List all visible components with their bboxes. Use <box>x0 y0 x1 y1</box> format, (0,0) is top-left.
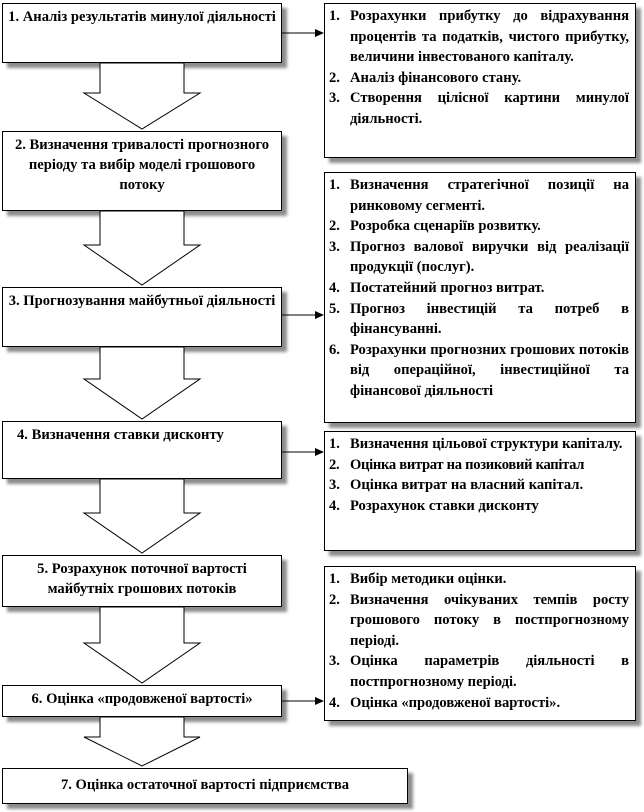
detail-box-step-4: 1. Визначення цільової структури капіталу… <box>324 431 636 551</box>
detail-4-item-2-text: Оцінка витрат на позиковий капітал <box>350 456 585 473</box>
detail-3-item-3-number: 3. <box>329 238 340 255</box>
detail-6-item-1: 1. Вибір методики оцінки. <box>329 569 629 590</box>
detail-4-item-1-number: 1. <box>329 436 340 452</box>
step-4-text: Визначення ставки дисконту <box>31 427 224 443</box>
detail-1-item-1: 1. Розрахунки прибутку до відрахування пр… <box>329 6 629 68</box>
detail-3-item-1: 1. Визначення стратегічної позиції на рин… <box>329 175 629 216</box>
detail-6-item-3-number: 3. <box>329 653 340 670</box>
detail-3-item-2: 2. Розробка сценаріїв розвитку. <box>329 216 629 237</box>
detail-4-item-3-text: Оцінка витрат на власний капітал. <box>350 477 584 494</box>
detail-1-item-2: 2. Аналіз фінансового стану. <box>329 68 629 89</box>
step-3-number: 3. <box>8 293 20 309</box>
step-6-text: Оцінка «продовженої вартості» <box>46 691 253 707</box>
arrow-down-3 <box>82 347 202 420</box>
detail-box-step-6: 1. Вибір методики оцінки. 2. Визначення оч… <box>324 566 636 721</box>
detail-6-item-2-number: 2. <box>329 591 340 608</box>
step-7-number: 7. <box>60 777 72 793</box>
step-1-text: Аналіз результатів минулої діяльності <box>22 9 276 25</box>
step-6-box: 6. Оцінка «продовженої вартості» <box>2 685 282 717</box>
connector-arrow-step3 <box>282 311 324 319</box>
step-4-box: 4. Визначення ставки дисконту <box>2 421 282 479</box>
detail-4-item-3: 3. Оцінка витрат на власний капітал. <box>329 475 629 496</box>
detail-1-item-1-number: 1. <box>329 8 340 24</box>
detail-1-item-1-text: Розрахунки прибутку до відрахування проц… <box>350 8 629 66</box>
detail-box-step-3: 1. Визначення стратегічної позиції на рин… <box>324 172 636 423</box>
detail-3-item-2-number: 2. <box>329 218 340 235</box>
detail-3-item-1-text: Визначення стратегічної позиції на ринко… <box>350 177 629 214</box>
arrow-down-6 <box>83 717 201 767</box>
step-3-box: 3. Прогнозування майбутньої діяльності <box>2 287 282 347</box>
step-5-text: Розрахунок поточної вартості майбутніх г… <box>47 561 247 597</box>
detail-4-item-4-text: Розрахунок ставки дисконту <box>350 497 539 514</box>
connector-arrow-step4 <box>282 448 324 456</box>
detail-1-item-3-number: 3. <box>329 90 340 107</box>
step-1-box: 1. Аналіз результатів минулої діяльності <box>2 3 282 63</box>
arrow-down-5 <box>82 607 202 684</box>
detail-6-item-4: 4. Оцінка «продовженої вартості». <box>329 693 629 714</box>
detail-3-item-3-text: Прогноз валової виручки від реалізації п… <box>350 238 629 276</box>
detail-6-item-2: 2. Визначення очікуваних темпів росту гро… <box>329 590 629 652</box>
step-5-number: 5. <box>37 561 49 577</box>
step-5-box: 5. Розрахунок поточної вартості майбутні… <box>2 555 282 607</box>
detail-3-item-4: 4. Постатейний прогноз витрат. <box>329 278 629 299</box>
detail-6-item-4-text: Оцінка «продовженої вартості». <box>350 694 561 711</box>
detail-3-item-6: 6. Розрахунки прогнозних грошових потоків… <box>329 340 629 402</box>
arrow-down-1 <box>82 63 202 130</box>
step-1-number: 1. <box>8 9 20 25</box>
detail-3-item-5: 5. Прогноз інвестицій та потреб в фінансу… <box>329 299 629 340</box>
detail-6-item-3-text: Оцінка параметрів діяльності в постпрогн… <box>350 653 629 690</box>
detail-1-item-3-text: Створення цілісної картини минулої діяль… <box>350 90 629 127</box>
detail-6-item-1-number: 1. <box>329 571 340 587</box>
step-3-text: Прогнозування майбутньої діяльності <box>23 293 276 309</box>
detail-6-item-3: 3. Оцінка параметрів діяльності в постпро… <box>329 651 629 692</box>
detail-1-item-2-text: Аналіз фінансового стану. <box>350 69 522 86</box>
step-4-number: 4. <box>17 427 28 443</box>
detail-3-item-5-text: Прогноз інвестицій та потреб в фінансува… <box>350 300 629 338</box>
step-7-text: Оцінка остаточної вартості підприємства <box>75 777 350 793</box>
detail-3-item-6-text: Розрахунки прогнозних грошових потоків в… <box>350 341 629 399</box>
detail-4-item-1-text: Визначення цільової структури капіталу. <box>350 436 623 452</box>
detail-box-step-1: 1. Розрахунки прибутку до відрахування пр… <box>324 3 636 158</box>
detail-3-item-4-number: 4. <box>329 279 340 296</box>
detail-6-item-4-number: 4. <box>329 694 340 711</box>
detail-4-item-4: 4. Розрахунок ставки дисконту <box>329 496 629 517</box>
detail-4-item-2-number: 2. <box>329 456 340 473</box>
step-2-number: 2. <box>14 137 26 153</box>
detail-6-item-2-text: Визначення очікуваних темпів росту грошо… <box>350 591 629 649</box>
detail-3-item-3: 3. Прогноз валової виручки від реалізації… <box>329 237 629 278</box>
connector-arrow-step6 <box>282 697 324 705</box>
detail-4-item-1: 1. Визначення цільової структури капіталу… <box>329 434 629 455</box>
detail-4-item-3-number: 3. <box>329 477 340 494</box>
detail-3-item-4-text: Постатейний прогноз витрат. <box>350 279 545 296</box>
arrow-down-4 <box>82 479 202 554</box>
connector-arrow-step1 <box>282 29 324 37</box>
detail-1-item-3: 3. Створення цілісної картини минулої дія… <box>329 88 629 129</box>
detail-4-item-4-number: 4. <box>329 497 340 514</box>
detail-4-item-2: 2. Оцінка витрат на позиковий капітал <box>329 455 629 476</box>
step-2-text: Визначення тривалості прогнозного період… <box>28 137 270 193</box>
detail-3-item-6-number: 6. <box>329 341 340 358</box>
detail-6-item-1-text: Вибір методики оцінки. <box>350 571 507 587</box>
detail-3-item-2-text: Розробка сценаріїв розвитку. <box>350 218 541 235</box>
detail-3-item-5-number: 5. <box>329 300 340 317</box>
step-6-number: 6. <box>31 691 43 707</box>
arrow-down-2 <box>82 211 202 286</box>
step-2-box: 2. Визначення тривалості прогнозного пер… <box>2 131 282 211</box>
detail-1-item-2-number: 2. <box>329 69 340 86</box>
step-7-box: 7. Оцінка остаточної вартості підприємст… <box>2 768 408 804</box>
detail-3-item-1-number: 1. <box>329 177 340 193</box>
